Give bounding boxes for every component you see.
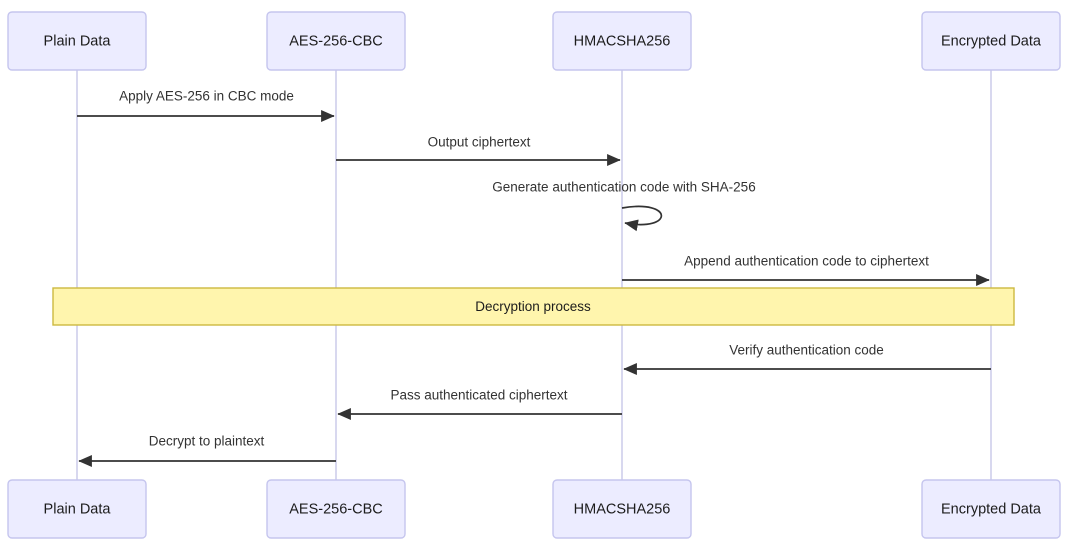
actor-hmacsha256-bottom[interactable]: HMACSHA256 [552, 479, 692, 539]
message-line-msg-generate-auth-code [621, 205, 663, 232]
lifelines-group [76, 70, 992, 480]
actor-box-encrypted-data-bottom[interactable] [921, 479, 1061, 539]
actor-headers-bottom: Plain Data AES-256-CBC HMACSHA256 Encrypted… [7, 479, 1061, 539]
note-rect-note-decryption-process[interactable] [52, 287, 1015, 326]
message-label-msg-apply-aes: Apply AES-256 in CBC mode [119, 89, 294, 104]
actor-plain-data-top[interactable]: Plain Data [7, 11, 147, 71]
message-label-msg-append-auth-code: Append authentication code to ciphertext [684, 254, 929, 269]
actor-headers-top: Plain Data AES-256-CBC HMACSHA256 Encrypted… [7, 11, 1061, 71]
actor-aes-256-cbc-top[interactable]: AES-256-CBC [266, 11, 406, 71]
actor-box-plain-data-top[interactable] [7, 11, 147, 71]
note-label-note-decryption-process: Decryption process [475, 299, 591, 314]
message-msg-verify-auth-code[interactable]: Verify authentication code [623, 343, 991, 375]
message-label-msg-decrypt-to-plaintext: Decrypt to plaintext [149, 434, 265, 449]
actor-label-encrypted-data-top: Encrypted Data [941, 33, 1042, 49]
message-label-msg-verify-auth-code: Verify authentication code [729, 343, 884, 358]
message-msg-decrypt-to-plaintext[interactable]: Decrypt to plaintext [78, 434, 336, 467]
actor-label-aes-256-cbc-bottom: AES-256-CBC [289, 501, 382, 517]
actor-box-hmacsha256-top[interactable] [552, 11, 692, 71]
actor-hmacsha256-top[interactable]: HMACSHA256 [552, 11, 692, 71]
note-note-decryption-process[interactable]: Decryption process [52, 287, 1015, 326]
actor-plain-data-bottom[interactable]: Plain Data [7, 479, 147, 539]
message-msg-apply-aes[interactable]: Apply AES-256 in CBC mode [77, 89, 335, 122]
actor-box-aes-256-cbc-bottom[interactable] [266, 479, 406, 539]
message-msg-pass-authenticated-ciphertext[interactable]: Pass authenticated ciphertext [337, 388, 622, 420]
message-msg-output-ciphertext[interactable]: Output ciphertext [336, 135, 621, 166]
actor-encrypted-data-top[interactable]: Encrypted Data [921, 11, 1061, 71]
message-msg-generate-auth-code[interactable]: Generate authentication code with SHA-25… [492, 180, 756, 232]
message-msg-append-auth-code[interactable]: Append authentication code to ciphertext [622, 254, 990, 286]
actor-box-aes-256-cbc-top[interactable] [266, 11, 406, 71]
actor-label-aes-256-cbc-top: AES-256-CBC [289, 33, 382, 49]
message-label-msg-output-ciphertext: Output ciphertext [428, 135, 531, 150]
actor-encrypted-data-bottom[interactable]: Encrypted Data [921, 479, 1061, 539]
actor-box-encrypted-data-top[interactable] [921, 11, 1061, 71]
notes-group: Decryption process [52, 287, 1015, 326]
actor-box-hmacsha256-bottom[interactable] [552, 479, 692, 539]
actor-label-hmacsha256-top: HMACSHA256 [574, 33, 671, 49]
actor-label-plain-data-bottom: Plain Data [44, 501, 112, 517]
actor-label-hmacsha256-bottom: HMACSHA256 [574, 501, 671, 517]
actor-label-encrypted-data-bottom: Encrypted Data [941, 501, 1042, 517]
message-label-msg-generate-auth-code: Generate authentication code with SHA-25… [492, 180, 755, 195]
actor-label-plain-data-top: Plain Data [44, 33, 112, 49]
actor-aes-256-cbc-bottom[interactable]: AES-256-CBC [266, 479, 406, 539]
message-label-msg-pass-authenticated-ciphertext: Pass authenticated ciphertext [390, 388, 567, 403]
actor-box-plain-data-bottom[interactable] [7, 479, 147, 539]
